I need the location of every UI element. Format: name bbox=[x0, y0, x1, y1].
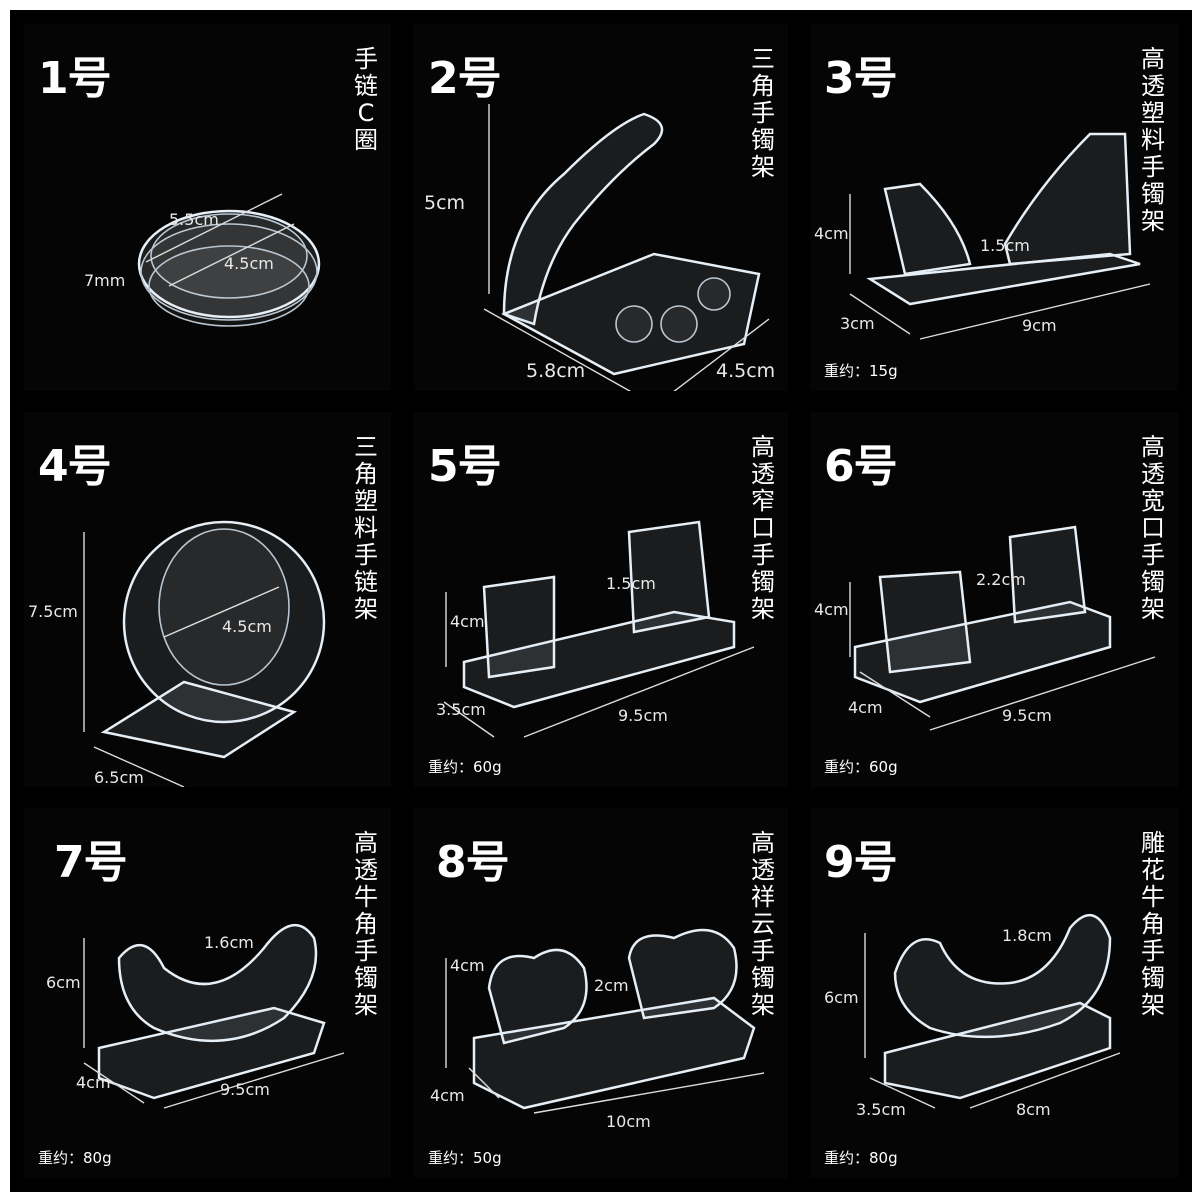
dim-label: 5.8cm bbox=[526, 360, 586, 382]
weight-label: 重约：80g bbox=[824, 1149, 898, 1167]
dim-label: 4cm bbox=[450, 612, 485, 631]
c-ring-image bbox=[137, 193, 321, 327]
panel-title: 三角手镯架 bbox=[751, 45, 775, 181]
weight-label: 重约：60g bbox=[428, 758, 502, 776]
dim-label: 4cm bbox=[814, 224, 849, 243]
panel-5: 5号 高透窄口手镯架 1.5cm 4cm 3.5cm 9.5cm 重约：60g bbox=[414, 412, 788, 787]
panel-number: 5号 bbox=[428, 441, 502, 492]
dim-label: 3cm bbox=[840, 314, 875, 333]
panel-number: 4号 bbox=[38, 441, 112, 492]
dim-label: 7mm bbox=[84, 271, 126, 290]
bracelet-stand-image bbox=[83, 520, 326, 787]
horn-stand-image bbox=[83, 923, 345, 1109]
dim-label: 4.5cm bbox=[222, 617, 272, 636]
dim-label: 3.5cm bbox=[856, 1100, 906, 1119]
cloud-stand-image bbox=[445, 928, 765, 1114]
panel-title: 三角塑料手链架 bbox=[354, 433, 378, 623]
panel-number: 2号 bbox=[428, 53, 502, 104]
carved-horn-stand-image bbox=[864, 913, 1121, 1109]
dim-label: 2.2cm bbox=[976, 570, 1026, 589]
dim-label: 4cm bbox=[450, 956, 485, 975]
dim-label: 9.5cm bbox=[618, 706, 668, 725]
dim-label: 4cm bbox=[814, 600, 849, 619]
panel-title: 高透窄口手镯架 bbox=[751, 433, 775, 623]
weight-label: 重约：15g bbox=[824, 362, 898, 380]
panel-number: 7号 bbox=[54, 837, 128, 888]
dim-label: 5cm bbox=[424, 192, 466, 214]
clear-stand-image bbox=[849, 132, 1151, 340]
weight-label: 重约：50g bbox=[428, 1149, 502, 1167]
dim-label: 5.5cm bbox=[169, 210, 219, 229]
dim-label: 9cm bbox=[1022, 316, 1057, 335]
panel-title: 雕花牛角手镯架 bbox=[1141, 829, 1165, 1019]
panel-number: 8号 bbox=[436, 837, 510, 888]
dim-label: 7.5cm bbox=[28, 602, 78, 621]
panel-number: 6号 bbox=[824, 441, 898, 492]
dim-label: 2cm bbox=[594, 976, 629, 995]
panel-8: 8号 高透祥云手镯架 4cm 2cm 4cm 10cm 重约：50g bbox=[414, 808, 788, 1178]
dim-label: 10cm bbox=[606, 1112, 651, 1131]
panel-7: 7号 高透牛角手镯架 1.6cm 6cm 4cm 9.5cm 重约：80g bbox=[24, 808, 391, 1178]
dim-label: 1.5cm bbox=[606, 574, 656, 593]
panel-title: 高透牛角手镯架 bbox=[354, 829, 378, 1019]
narrow-stand-image bbox=[443, 520, 755, 738]
panel-title: 高透宽口手镯架 bbox=[1141, 433, 1165, 623]
product-grid: 1号 手链C圈 5.5cm 4.5cm 7mm 2号 三角手镯架 5cm 5.8… bbox=[10, 10, 1192, 1192]
dim-label: 6cm bbox=[824, 988, 859, 1007]
dim-label: 4cm bbox=[76, 1073, 111, 1092]
dim-label: 1.8cm bbox=[1002, 926, 1052, 945]
dim-label: 4cm bbox=[848, 698, 883, 717]
dim-label: 9.5cm bbox=[220, 1080, 270, 1099]
panel-number: 1号 bbox=[38, 53, 112, 104]
panel-9: 9号 雕花牛角手镯架 1.8cm 6cm 3.5cm 8cm 重约：80g bbox=[810, 808, 1178, 1178]
dim-label: 6.5cm bbox=[94, 768, 144, 787]
dim-label: 9.5cm bbox=[1002, 706, 1052, 725]
triangle-stand-image bbox=[483, 104, 770, 391]
wide-stand-image bbox=[849, 525, 1156, 731]
dim-label: 6cm bbox=[46, 973, 81, 992]
dim-label: 1.6cm bbox=[204, 933, 254, 952]
panel-title: 高透塑料手镯架 bbox=[1141, 45, 1165, 235]
panel-2: 2号 三角手镯架 5cm 5.8cm 4.5cm bbox=[414, 24, 788, 391]
panel-title: 手链C圈 bbox=[354, 45, 378, 154]
panel-6: 6号 高透宽口手镯架 2.2cm 4cm 4cm 9.5cm 重约：60g bbox=[810, 412, 1178, 787]
panel-3: 3号 高透塑料手镯架 4cm 1.5cm 3cm 9cm 重约：15g bbox=[810, 24, 1178, 391]
dim-label: 8cm bbox=[1016, 1100, 1051, 1119]
dim-label: 4.5cm bbox=[716, 360, 776, 382]
weight-label: 重约：60g bbox=[824, 758, 898, 776]
panel-title: 高透祥云手镯架 bbox=[751, 829, 775, 1019]
dim-label: 1.5cm bbox=[980, 236, 1030, 255]
dim-label: 4.5cm bbox=[224, 254, 274, 273]
panel-number: 3号 bbox=[824, 53, 898, 104]
dim-label: 4cm bbox=[430, 1086, 465, 1105]
weight-label: 重约：80g bbox=[38, 1149, 112, 1167]
dim-label: 3.5cm bbox=[436, 700, 486, 719]
panel-1: 1号 手链C圈 5.5cm 4.5cm 7mm bbox=[24, 24, 391, 391]
panel-number: 9号 bbox=[824, 837, 898, 888]
panel-4: 4号 三角塑料手链架 7.5cm 4.5cm 6.5cm bbox=[24, 412, 391, 787]
